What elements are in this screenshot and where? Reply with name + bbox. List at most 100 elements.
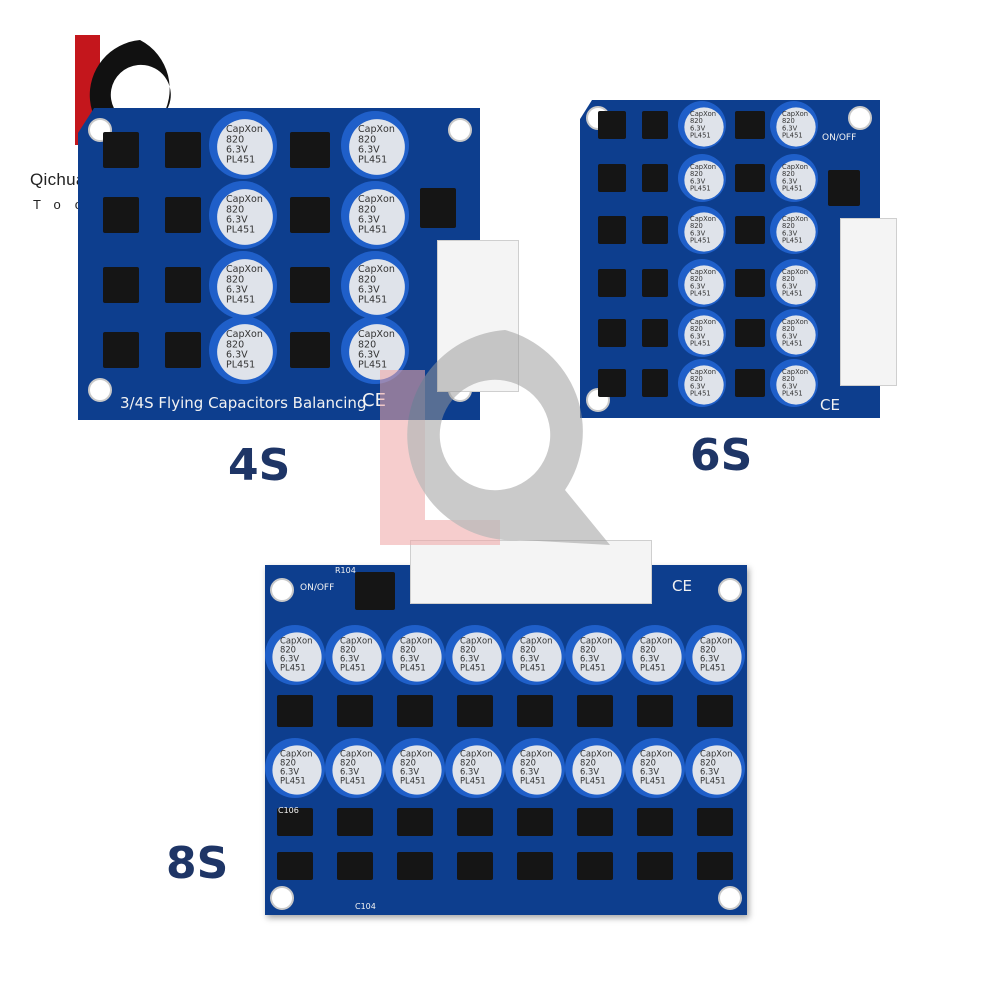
capacitor-marking: CapXon (400, 636, 432, 646)
capacitor-top (217, 259, 273, 315)
capacitor-marking: 820 (690, 275, 703, 283)
capacitor-marking: 6.3V (520, 654, 539, 664)
capacitor-marking: PL451 (690, 389, 711, 397)
ic-chip (165, 197, 201, 233)
capacitor-marking: CapXon (460, 636, 492, 646)
capacitor-marking: CapXon (782, 318, 808, 326)
capacitor-marking: 6.3V (782, 177, 798, 185)
capacitor-marking: 6.3V (460, 767, 479, 777)
capacitor-marking: 820 (226, 339, 244, 350)
capacitor-marking: 820 (358, 204, 376, 215)
capacitor-marking: CapXon (782, 368, 808, 376)
capacitor-marking: 820 (226, 274, 244, 285)
capacitor-marking: 820 (700, 645, 716, 655)
ic-chip (397, 808, 433, 836)
capacitor-marking: 6.3V (690, 229, 706, 237)
ic-chip (642, 164, 668, 192)
capacitor-marking: PL451 (280, 776, 306, 786)
capacitor-top (632, 745, 682, 795)
capacitor-marking: 820 (690, 375, 703, 383)
capacitor-marking: 820 (400, 758, 416, 768)
capacitor-marking: PL451 (690, 289, 711, 297)
capacitor-marking: 820 (690, 222, 703, 230)
ic-chip (337, 695, 373, 727)
capacitor-marking: 820 (340, 645, 356, 655)
capacitor-marking: 6.3V (690, 282, 706, 290)
capacitor-marking: PL451 (690, 339, 711, 347)
capacitor-marking: 6.3V (782, 382, 798, 390)
capacitor-marking: PL451 (580, 776, 606, 786)
capacitor-marking: 6.3V (280, 767, 299, 777)
capacitor-marking: 820 (358, 274, 376, 285)
mounting-hole (88, 378, 112, 402)
capacitor-marking: PL451 (520, 663, 546, 673)
capacitor-marking: CapXon (280, 749, 312, 759)
ic-chip (290, 332, 330, 368)
ic-chip (337, 852, 373, 880)
ic-chip (457, 695, 493, 727)
board-8s-onoff: ON/OFF (300, 583, 335, 593)
capacitor-marking: 6.3V (700, 654, 719, 664)
capacitor-marking: 820 (580, 645, 596, 655)
capacitor-marking: CapXon (690, 163, 716, 171)
capacitor-marking: PL451 (358, 360, 387, 371)
capacitor-marking: 820 (640, 645, 656, 655)
capacitor-marking: 820 (690, 117, 703, 125)
capacitor-marking: 820 (460, 758, 476, 768)
capacitor-marking: CapXon (690, 368, 716, 376)
ic-chip (735, 319, 765, 347)
capacitor-marking: PL451 (226, 360, 255, 371)
capacitor-top (332, 632, 382, 682)
capacitor-marking: CapXon (690, 318, 716, 326)
capacitor-marking: 6.3V (400, 767, 419, 777)
capacitor-top (684, 107, 724, 147)
capacitor-marking: 6.3V (226, 349, 248, 360)
capacitor-marking: PL451 (690, 236, 711, 244)
ic-chip (457, 852, 493, 880)
ic-chip (735, 369, 765, 397)
capacitor-top (684, 212, 724, 252)
capacitor-marking: PL451 (226, 155, 255, 166)
ic-chip (735, 164, 765, 192)
capacitor-top (776, 160, 816, 200)
capacitor-marking: PL451 (400, 663, 426, 673)
board-8s-size-label: 8S (166, 838, 229, 889)
capacitor-marking: PL451 (280, 663, 306, 673)
mounting-hole (270, 578, 294, 602)
ic-chip (103, 197, 139, 233)
capacitor-top (349, 324, 405, 380)
capacitor-marking: 6.3V (580, 767, 599, 777)
capacitor-top (452, 632, 502, 682)
ic-chip (637, 808, 673, 836)
ic-chip (735, 111, 765, 139)
ic-chip (277, 808, 313, 836)
capacitor-marking: PL451 (580, 663, 606, 673)
capacitor-marking: CapXon (358, 329, 395, 340)
capacitor-marking: 6.3V (226, 144, 248, 155)
capacitor-top (217, 324, 273, 380)
capacitor-marking: 820 (400, 645, 416, 655)
capacitor-marking: CapXon (226, 194, 263, 205)
ic-chip (697, 695, 733, 727)
capacitor-marking: 6.3V (358, 144, 380, 155)
capacitor-marking: 6.3V (340, 654, 359, 664)
ic-chip (577, 852, 613, 880)
capacitor-marking: 6.3V (782, 229, 798, 237)
capacitor-top (684, 265, 724, 305)
capacitor-marking: CapXon (358, 194, 395, 205)
capacitor-marking: PL451 (782, 339, 803, 347)
capacitor-marking: 6.3V (782, 282, 798, 290)
capacitor-marking: 820 (690, 170, 703, 178)
capacitor-marking: CapXon (358, 124, 395, 135)
capacitor-marking: 820 (782, 170, 795, 178)
capacitor-marking: 6.3V (690, 177, 706, 185)
board-8s-c104: C104 (355, 902, 376, 911)
capacitor-marking: CapXon (226, 124, 263, 135)
ic-chip (290, 132, 330, 168)
capacitor-top (349, 189, 405, 245)
ic-chip (397, 852, 433, 880)
ic-chip (642, 319, 668, 347)
capacitor-marking: 820 (782, 275, 795, 283)
capacitor-marking: CapXon (782, 268, 808, 276)
